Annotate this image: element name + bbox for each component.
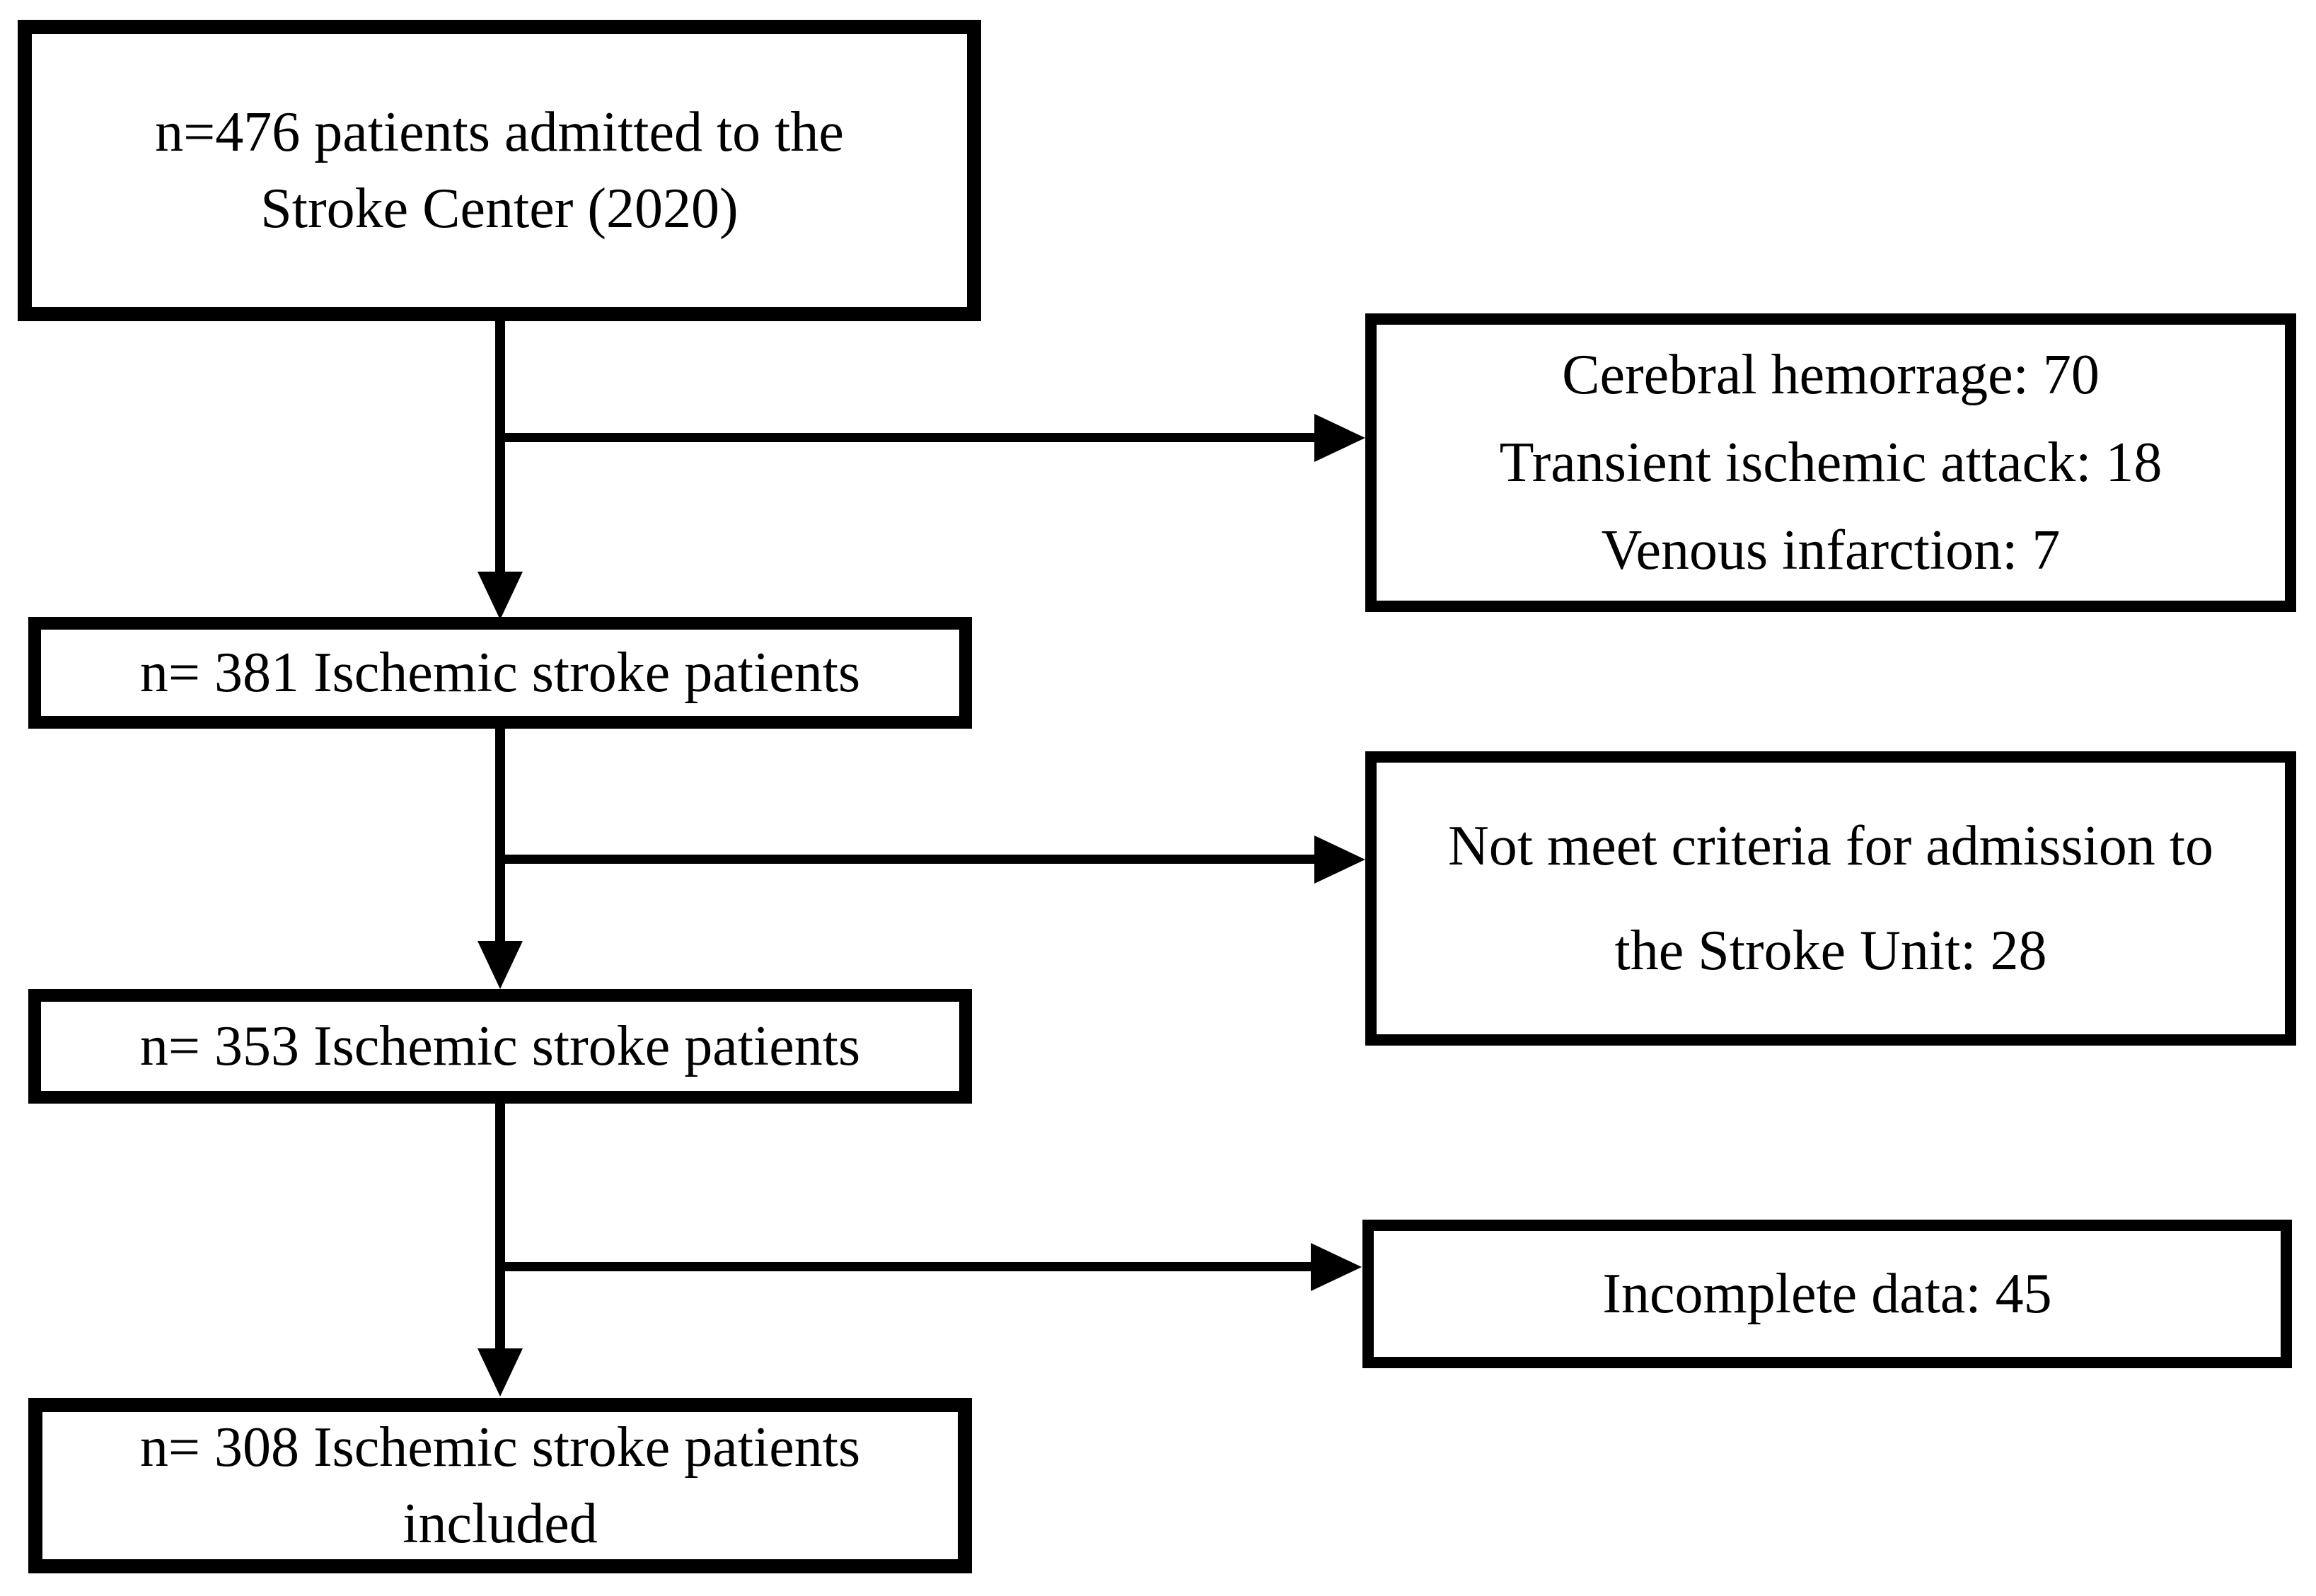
arrow-line-branch-exclusions-2 <box>500 855 1317 864</box>
node-ischemic-353-text: n= 353 Ischemic stroke patients <box>139 1015 861 1077</box>
node-excluded-initial-text: Cerebral hemorrage: 70 Transient ischemi… <box>1499 344 2162 582</box>
node-ischemic-381-text: n= 381 Ischemic stroke patients <box>139 642 861 704</box>
node-ischemic-381: n= 381 Ischemic stroke patients <box>28 617 972 729</box>
arrow-line-branch-exclusions-3 <box>500 1262 1314 1271</box>
arrow-line-branch-exclusions-1 <box>500 433 1317 442</box>
node-included-308-text: n= 308 Ischemic stroke patients included <box>139 1416 861 1555</box>
arrowhead-right-to-exclusions-1 <box>1314 414 1365 462</box>
node-excluded-initial: Cerebral hemorrage: 70 Transient ischemi… <box>1365 313 2296 612</box>
arrow-line-381-to-353 <box>495 729 505 942</box>
node-ischemic-353: n= 353 Ischemic stroke patients <box>28 989 972 1104</box>
node-excluded-criteria: Not meet criteria for admission to the S… <box>1365 751 2296 1046</box>
arrowhead-down-to-353 <box>477 941 523 989</box>
arrowhead-down-to-381 <box>477 572 523 620</box>
arrow-line-353-to-included <box>495 1104 505 1350</box>
node-excluded-incomplete: Incomplete data: 45 <box>1362 1220 2292 1368</box>
arrowhead-right-to-exclusions-3 <box>1311 1243 1362 1291</box>
node-included-308: n= 308 Ischemic stroke patients included <box>28 1398 972 1573</box>
arrowhead-right-to-exclusions-2 <box>1314 835 1365 884</box>
arrow-line-admitted-to-381 <box>495 321 505 573</box>
node-excluded-incomplete-text: Incomplete data: 45 <box>1602 1263 2052 1325</box>
node-patients-admitted: n=476 patients admitted to the Stroke Ce… <box>18 20 981 321</box>
node-patients-admitted-text: n=476 patients admitted to the Stroke Ce… <box>155 101 844 240</box>
arrowhead-down-to-included <box>477 1348 523 1396</box>
node-excluded-criteria-text: Not meet criteria for admission to the S… <box>1448 815 2213 982</box>
